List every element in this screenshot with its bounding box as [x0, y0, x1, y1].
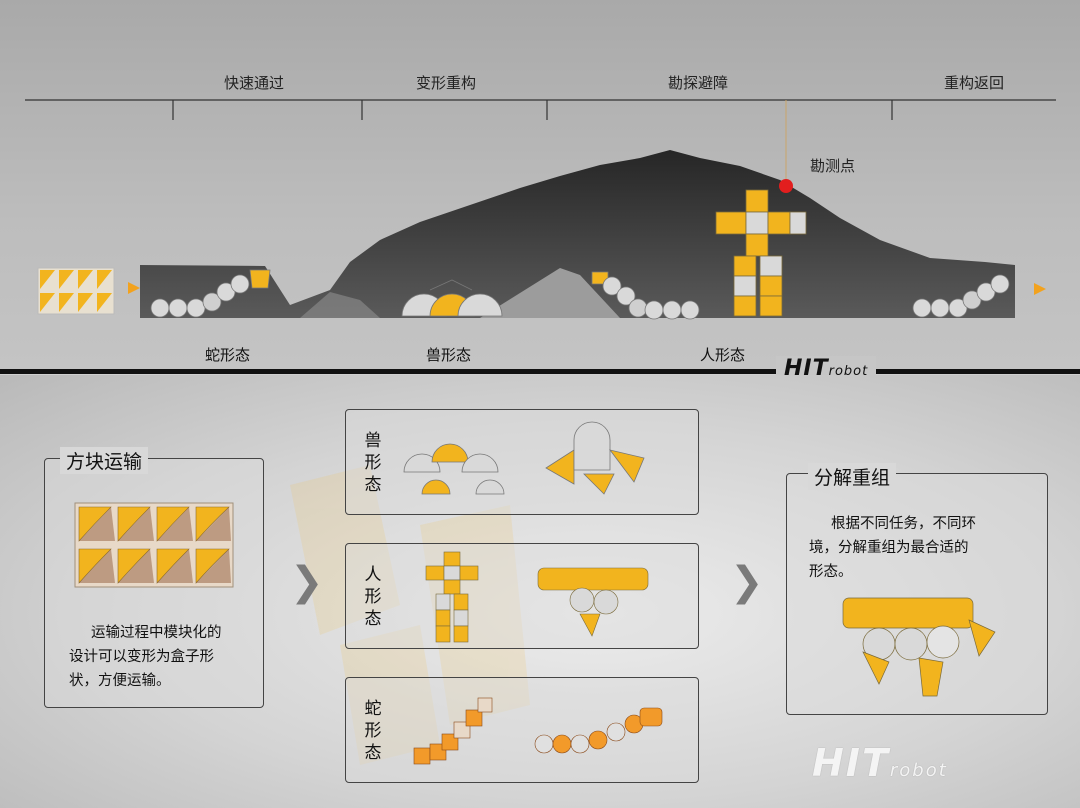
- beast-form-illustration-1: [403, 443, 505, 495]
- robot-snake-form-2: [591, 271, 700, 320]
- human-form-panel: 人形态: [345, 543, 699, 649]
- stage-label-explore: 勘探避障: [668, 74, 729, 92]
- beast-form-panel: 兽形态: [345, 409, 699, 515]
- beast-form-illustration-2: [545, 421, 645, 495]
- stage-label-transform: 变形重构: [416, 74, 477, 92]
- transport-text-line-1: 运输过程中模块化的: [91, 625, 222, 641]
- recombine-text-line-2: 境，分解重组为最合适的: [809, 540, 969, 556]
- timeline-axis: [25, 99, 1056, 120]
- snake-form-panel: 蛇形态: [345, 677, 699, 783]
- robot-snake-form-3: [912, 274, 1010, 318]
- human-form-transform-illustration: [537, 567, 649, 637]
- snake-form-illustration-2: [534, 707, 663, 754]
- beast-form-label: 兽形态: [364, 431, 382, 495]
- form-label-beast: 兽形态: [426, 346, 472, 364]
- transport-panel: 运输过程中模块化的 设计可以变形为盒子形 状，方便运输。: [44, 458, 264, 708]
- form-label-human: 人形态: [700, 346, 746, 364]
- robot-human-form: [715, 189, 807, 317]
- terrain-mountain: [0, 100, 1080, 374]
- transport-text-line-2: 设计可以变形为盒子形: [69, 649, 214, 665]
- snake-form-label: 蛇形态: [364, 699, 382, 763]
- transport-panel-title: 方块运输: [60, 447, 149, 474]
- transport-text-line-3: 状，方便运输。: [69, 673, 171, 689]
- recombine-text-line-3: 形态。: [809, 564, 853, 580]
- brand-logo-bottom: HITrobot: [812, 741, 948, 785]
- snake-form-illustration-1: [413, 697, 493, 765]
- recombine-panel: 根据不同任务，不同环 境，分解重组为最合适的 形态。: [786, 473, 1048, 715]
- survey-point-dot: [779, 179, 793, 193]
- human-form-label: 人形态: [364, 565, 382, 629]
- robot-box-form: [37, 267, 115, 315]
- robot-box-illustration: [74, 502, 234, 588]
- survey-point-label: 勘测点: [810, 157, 856, 175]
- recombine-illustration: [842, 597, 996, 697]
- stage-label-fast-pass: 快速通过: [224, 74, 285, 92]
- recombine-text-line-1: 根据不同任务，不同环: [831, 516, 976, 532]
- robot-snake-form: [150, 269, 271, 318]
- form-label-snake: 蛇形态: [205, 346, 251, 364]
- robot-beast-form: [401, 279, 503, 317]
- recombine-panel-title: 分解重组: [808, 463, 897, 490]
- mission-timeline-section: 快速通过 变形重构 勘探避障 重构返回 勘测点: [0, 0, 1080, 381]
- transport-description: 运输过程中模块化的 设计可以变形为盒子形 状，方便运输。: [69, 621, 259, 693]
- human-form-illustration: [425, 551, 479, 643]
- chevron-right-icon: ❯: [290, 559, 324, 605]
- modular-forms-section: 运输过程中模块化的 设计可以变形为盒子形 状，方便运输。 方块运输 ❯ ❯ 兽形…: [0, 375, 1080, 808]
- stage-label-return: 重构返回: [944, 74, 1005, 92]
- chevron-right-icon: ❯: [730, 559, 764, 605]
- recombine-description: 根据不同任务，不同环 境，分解重组为最合适的 形态。: [809, 512, 1039, 584]
